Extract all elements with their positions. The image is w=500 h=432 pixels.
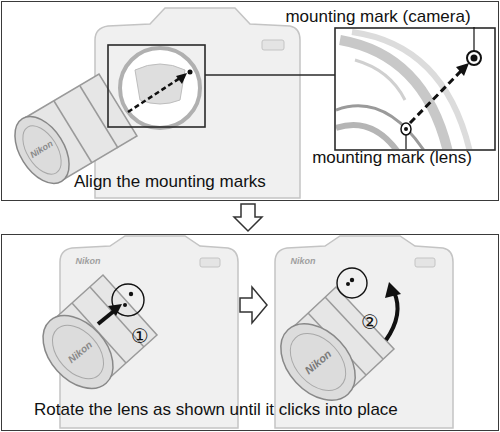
lens-cap — [266, 309, 370, 414]
mirror-edge — [355, 60, 405, 100]
camera-mount-mark-dot — [471, 55, 478, 62]
leader-line — [405, 135, 406, 149]
inset-frame — [108, 45, 205, 127]
lens-cap — [4, 107, 81, 193]
highlight-circle — [337, 268, 367, 298]
align-arrow-head — [456, 63, 469, 76]
camera-button — [200, 258, 220, 267]
lens-bayonet — [336, 106, 425, 149]
lens-cap-ring — [15, 119, 69, 181]
lens-cap — [29, 302, 127, 402]
inset-leader — [205, 74, 335, 76]
lens-mount — [120, 48, 200, 128]
mount-mark-dot — [188, 70, 193, 75]
push-arrow-head — [108, 304, 122, 316]
lens-ring — [80, 86, 118, 148]
brand-logo: Nikon — [290, 257, 315, 267]
step-arrow — [240, 287, 267, 323]
mount-mark-dot — [129, 292, 133, 296]
brand-logo: Nikon — [75, 257, 100, 267]
push-arrow — [98, 311, 114, 324]
instruction-text: Align the mounting marks — [74, 172, 266, 192]
mount-ring — [352, 32, 470, 149]
callout-label: mounting mark (camera) — [285, 8, 470, 27]
lens-cap-ring — [279, 323, 356, 401]
camera-mount-mark — [467, 51, 481, 65]
flow-arrow — [234, 204, 262, 231]
lens-mount-mark-dot — [404, 127, 408, 131]
lens-mark-dot — [123, 303, 127, 307]
instruction-text: Rotate the lens as shown until it clicks… — [34, 400, 398, 420]
camera-button — [262, 40, 284, 50]
align-arrow — [410, 70, 462, 123]
mirror — [135, 64, 185, 104]
align-arrow-head — [176, 73, 187, 84]
lens-mount-mark — [401, 123, 411, 135]
camera-button — [415, 258, 435, 267]
lens-cap-ring — [42, 316, 113, 389]
callout-number: ① — [131, 325, 149, 347]
rotate-arrow — [386, 292, 398, 340]
mount-ring — [340, 40, 448, 149]
callout-label: mounting mark (lens) — [312, 149, 472, 168]
callout-number: ② — [361, 311, 379, 333]
instruction-panel: Align the mounting marks — [1, 1, 499, 201]
lens-bayonet — [336, 125, 398, 149]
lens-mark-dot — [346, 282, 350, 286]
rotate-arrow-head — [385, 282, 401, 298]
align-arrow — [128, 78, 180, 112]
camera-body — [95, 8, 300, 198]
leader-line — [473, 27, 474, 51]
mount-mark-dot — [350, 278, 354, 282]
